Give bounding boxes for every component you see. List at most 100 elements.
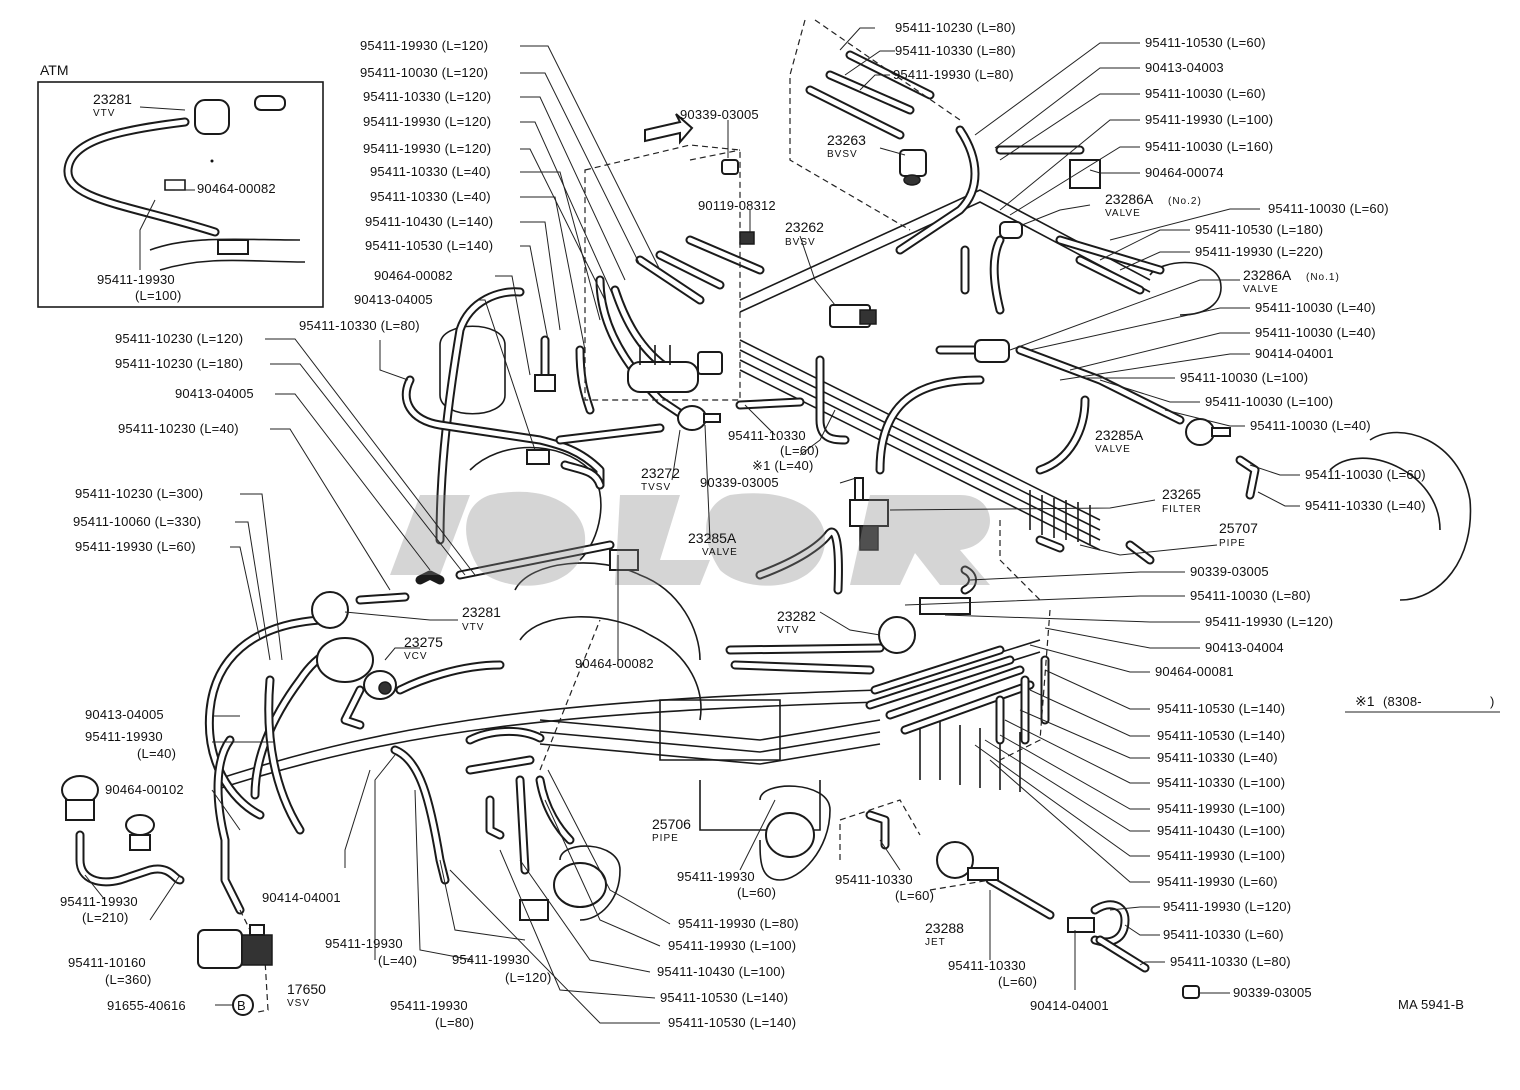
clamp-90464-00082-c	[609, 549, 639, 571]
label-l80: 90413-04005	[85, 707, 164, 722]
label-l69: 95411-10530 (L=140)	[660, 990, 788, 1005]
label-l16: 95411-10230 (L=40)	[118, 421, 239, 436]
b-marker-circle	[232, 994, 254, 1016]
pipe-25707	[1029, 490, 1091, 545]
label-l63b: (L=60)	[998, 974, 1037, 989]
label-l75: 95411-10160	[68, 955, 146, 970]
label-l49: 90464-00081	[1155, 664, 1234, 679]
label-l64b: (L=60)	[895, 888, 934, 903]
label-l28: 95411-19930 (L=100)	[1145, 112, 1273, 127]
label-l72b: (L=80)	[435, 1015, 474, 1030]
p23265-name: FILTER	[1162, 504, 1202, 515]
label-l55: 95411-10430 (L=100)	[1157, 823, 1285, 838]
p23272-num: 23272	[641, 465, 680, 481]
p23281b-name: VTV	[462, 622, 484, 633]
vcv-23275	[316, 637, 397, 700]
label-l11: 90413-04005	[354, 292, 433, 307]
label-l45: 90339-03005	[1190, 564, 1269, 579]
label-l10: 90464-00082	[374, 268, 453, 283]
p23286a2-name: VALVE	[1105, 208, 1141, 219]
label-l72: 95411-19930	[390, 998, 468, 1013]
vtv-23282	[878, 616, 916, 654]
note-marker: ※1	[1355, 693, 1375, 709]
drawing-code: MA 5941-B	[1398, 997, 1464, 1012]
bvsv-23263	[899, 149, 927, 186]
p23285a1-num: 23285A	[688, 530, 737, 546]
label-l04: 95411-19930 (L=120)	[363, 114, 491, 129]
p23281a-num: 23281	[93, 91, 132, 107]
label-l31: 95411-10030 (L=60)	[1268, 201, 1389, 216]
p23262-name: BVSV	[785, 237, 816, 248]
p25707-num: 25707	[1219, 520, 1258, 536]
label-l58: 95411-19930 (L=120)	[1163, 899, 1291, 914]
label-l21: 90119-08312	[698, 198, 776, 213]
part-labels: 95411-19930 (L=120) 95411-10030 (L=120) …	[60, 20, 1426, 1030]
clamp-90464-00082-b	[534, 374, 556, 392]
valve-23286a-no1	[974, 339, 1010, 363]
label-l22: 95411-10230 (L=80)	[895, 20, 1016, 35]
label-l65: 95411-19930	[677, 869, 755, 884]
label-l44: 90339-03005	[700, 475, 779, 490]
watermark: zelor	[0, 0, 990, 586]
p23286a1-suffix: (No.1)	[1306, 272, 1340, 283]
tvsv-23272	[627, 345, 723, 393]
label-l79: 95411-19930	[85, 729, 163, 744]
label-l20: 90339-03005	[680, 107, 759, 122]
check-valves-left	[61, 775, 155, 851]
label-l75b: (L=360)	[105, 972, 152, 987]
valve-bottom-center	[519, 899, 549, 921]
label-l83b: (L=100)	[135, 288, 182, 303]
label-l14: 95411-10230 (L=180)	[115, 356, 243, 371]
label-l42b: (L=60)	[780, 443, 819, 458]
label-l52: 95411-10330 (L=40)	[1157, 750, 1278, 765]
b-marker: B	[237, 998, 246, 1013]
valve-23285a-right	[1185, 418, 1231, 446]
label-l74: 90414-04001	[262, 890, 341, 905]
label-l79b: (L=40)	[137, 746, 176, 761]
label-l61: 90339-03005	[1233, 985, 1312, 1000]
label-l50: 95411-10530 (L=140)	[1157, 701, 1285, 716]
label-l01: 95411-19930 (L=120)	[360, 38, 488, 53]
bolt-90119-08312	[739, 231, 755, 245]
label-l37: 95411-10030 (L=100)	[1180, 370, 1308, 385]
label-l06: 95411-10330 (L=40)	[370, 164, 491, 179]
label-l65b: (L=60)	[737, 885, 776, 900]
clamp-90464-00082	[526, 449, 550, 465]
label-l43: ※1 (L=40)	[752, 458, 813, 473]
label-l39: 95411-10030 (L=40)	[1250, 418, 1371, 433]
p17650-num: 17650	[287, 981, 326, 997]
label-l59: 95411-10330 (L=60)	[1163, 927, 1284, 942]
label-l54: 95411-19930 (L=100)	[1157, 801, 1285, 816]
connector-90414-04001-right	[1067, 917, 1095, 933]
label-l24: 95411-19930 (L=80)	[893, 67, 1014, 82]
label-l15: 90413-04005	[175, 386, 254, 401]
label-l19: 95411-19930 (L=60)	[75, 539, 196, 554]
p25706-num: 25706	[652, 816, 691, 832]
label-l47: 95411-19930 (L=120)	[1205, 614, 1333, 629]
label-l41: 95411-10330 (L=40)	[1305, 498, 1426, 513]
label-l77: 91655-40616	[107, 998, 186, 1013]
inset-title: ATM	[40, 62, 69, 78]
note-text: (8308-	[1383, 694, 1422, 709]
dashed-references	[239, 19, 1051, 1013]
vacuum-hoses	[75, 50, 1260, 973]
label-l76: 95411-19930	[60, 894, 138, 909]
filter-23265	[849, 477, 889, 551]
p23286a2-num: 23286A	[1105, 191, 1154, 207]
label-l13: 95411-10230 (L=120)	[115, 331, 243, 346]
p23275-num: 23275	[404, 634, 443, 650]
watermark-text: zelor	[0, 0, 3, 1]
label-l27: 95411-10030 (L=60)	[1145, 86, 1266, 101]
vtv-23281	[311, 591, 349, 629]
label-l60: 95411-10330 (L=80)	[1170, 954, 1291, 969]
jet-23288	[936, 841, 999, 881]
label-l35: 95411-10030 (L=40)	[1255, 325, 1376, 340]
label-l02: 95411-10030 (L=120)	[360, 65, 488, 80]
label-l73: 95411-19930	[325, 936, 403, 951]
label-l29: 95411-10030 (L=160)	[1145, 139, 1273, 154]
label-l36: 90414-04001	[1255, 346, 1334, 361]
label-l63: 95411-10330	[948, 958, 1026, 973]
p23281b-num: 23281	[462, 604, 501, 620]
label-l66: 95411-19930 (L=80)	[678, 916, 799, 931]
label-l32: 95411-10530 (L=180)	[1195, 222, 1323, 237]
